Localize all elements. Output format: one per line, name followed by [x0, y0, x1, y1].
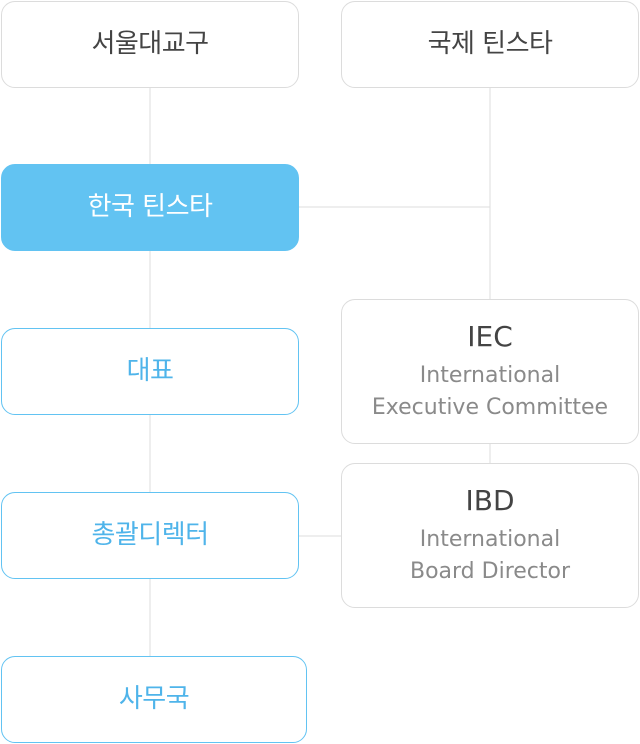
node-subtitle-line-1: International	[419, 363, 561, 389]
node-label: 한국 틴스타	[87, 191, 213, 222]
node-seoul-archdiocese: 서울대교구	[1, 1, 299, 88]
node-international-teenstar: 국제 틴스타	[341, 1, 639, 88]
node-label: 대표	[126, 355, 174, 386]
node-label: 서울대교구	[91, 28, 209, 59]
node-label: 사무국	[118, 683, 190, 714]
node-iec: IEC International Executive Committee	[341, 299, 639, 444]
node-label: 총괄디렉터	[91, 519, 209, 550]
node-title: IBD	[465, 484, 515, 518]
node-ibd: IBD International Board Director	[341, 463, 639, 608]
node-secretariat: 사무국	[1, 656, 307, 743]
node-subtitle-line-2: Board Director	[409, 559, 571, 584]
node-representative: 대표	[1, 328, 299, 415]
node-subtitle-line-1: International	[419, 527, 561, 553]
node-korea-teenstar: 한국 틴스타	[1, 164, 299, 251]
node-subtitle-line-2: Executive Committee	[371, 395, 609, 420]
node-general-director: 총괄디렉터	[1, 492, 299, 579]
node-title: IEC	[467, 320, 513, 354]
node-label: 국제 틴스타	[427, 28, 553, 59]
